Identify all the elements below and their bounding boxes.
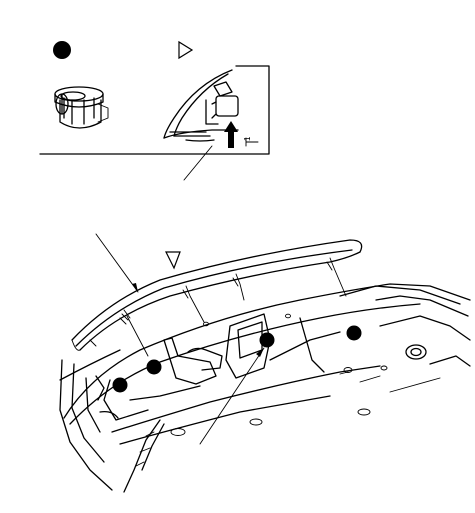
tab-legend-icon <box>178 40 194 60</box>
clip-leader-line <box>199 347 265 445</box>
garnish-strip <box>71 239 363 351</box>
tab-location-icon <box>165 251 181 270</box>
garnish-leader-line <box>95 233 139 293</box>
clip-location-2 <box>112 377 128 393</box>
clip-legend-icon <box>53 41 71 59</box>
strip-fasteners <box>89 257 347 357</box>
inset-frame <box>39 65 270 155</box>
inset-leader-line <box>183 145 213 181</box>
clip-location-3 <box>259 332 275 348</box>
clip-location-1 <box>146 359 162 375</box>
clip-detail-illustration <box>54 86 109 129</box>
clip-location-4 <box>346 325 362 341</box>
tab-detail-illustration <box>163 69 259 148</box>
tab-callout-number: 1 <box>243 136 252 141</box>
